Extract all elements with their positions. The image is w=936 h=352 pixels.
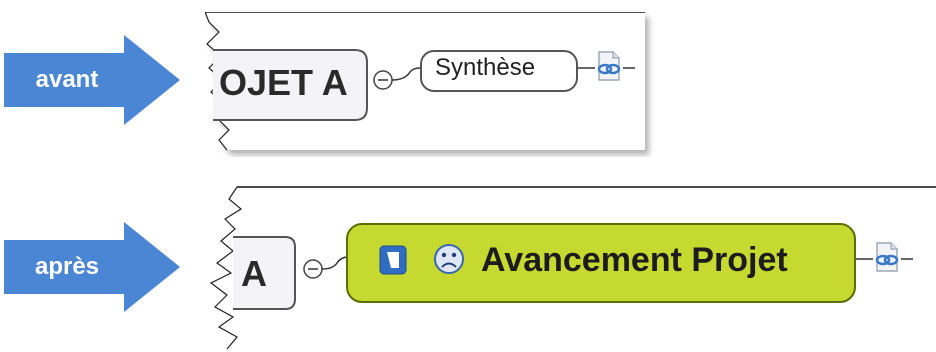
central-topic-label[interactable]: A (241, 253, 267, 294)
subtopic-box[interactable] (346, 223, 856, 303)
sad-face-icon (433, 243, 465, 275)
subtopic-label[interactable]: Synthèse (435, 54, 536, 81)
subtopic-box[interactable] (420, 50, 578, 92)
blue-flag-icon (379, 245, 407, 275)
subtopic-label[interactable]: Avancement Projet (481, 241, 788, 279)
attachment-link-icon[interactable] (595, 50, 623, 84)
before-mindmap-panel: OJET A Synthèse (205, 12, 670, 157)
before-label: avant (35, 66, 99, 93)
central-topic-label[interactable]: OJET A (219, 62, 348, 103)
after-arrow: après (4, 222, 180, 312)
after-label: après (34, 253, 100, 280)
after-mindmap-panel: A Avancement Projet (205, 185, 936, 352)
attachment-link-icon[interactable] (873, 241, 901, 275)
before-arrow: avant (4, 35, 180, 125)
